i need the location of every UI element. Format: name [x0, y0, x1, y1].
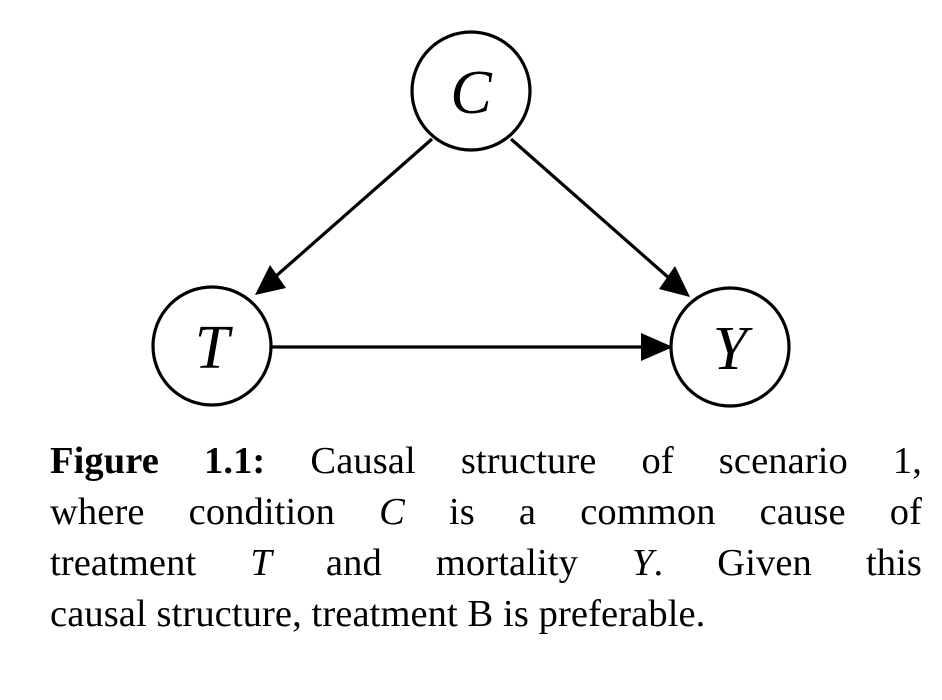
edge-c-to-t: [255, 137, 434, 295]
edge-c-to-y-arrowhead: [659, 266, 690, 297]
edge-c-to-y-line: [509, 137, 688, 295]
edge-c-to-y: [509, 137, 690, 297]
caption-line-4: causal structure, treatment B is prefera…: [50, 589, 922, 640]
causal-diagram: C T Y: [151, 30, 791, 408]
edge-t-to-y-arrowhead: [641, 333, 673, 361]
edge-t-to-y: [271, 333, 673, 361]
node-y[interactable]: Y: [669, 286, 791, 408]
caption-text: treatment: [50, 542, 251, 584]
caption-line-2: where condition C is a common cause of: [50, 487, 922, 538]
node-c-circle[interactable]: [410, 30, 532, 152]
node-c-label: C: [450, 59, 492, 127]
caption-text: where condition: [50, 491, 380, 533]
caption-text: causal structure, treatment B is prefera…: [50, 593, 706, 635]
caption-text: Causal structure of scenario 1,: [265, 440, 923, 482]
edge-c-to-t-arrowhead: [255, 265, 286, 295]
node-c[interactable]: C: [410, 30, 532, 152]
node-y-label: Y: [713, 315, 753, 383]
caption-label: Figure 1.1:: [50, 440, 266, 482]
node-y-circle[interactable]: [669, 286, 791, 408]
caption-text: . Given this: [653, 542, 922, 584]
edge-c-to-t-line: [257, 137, 434, 293]
dag-canvas: C T Y: [151, 30, 791, 408]
figure-caption: Figure 1.1: Causal structure of scenario…: [50, 436, 922, 640]
caption-variable-Y: Y: [632, 542, 654, 584]
caption-variable-T: T: [250, 542, 272, 584]
caption-line-3: treatment T and mortality Y. Given this: [50, 538, 922, 589]
caption-text: is a common cause of: [404, 491, 923, 533]
caption-variable-C: C: [379, 491, 405, 533]
node-t-circle[interactable]: [151, 285, 273, 407]
caption-text: and mortality: [271, 542, 632, 584]
node-t[interactable]: T: [151, 285, 273, 407]
node-t-label: T: [195, 314, 234, 382]
caption-line-1: Figure 1.1: Causal structure of scenario…: [50, 436, 922, 487]
